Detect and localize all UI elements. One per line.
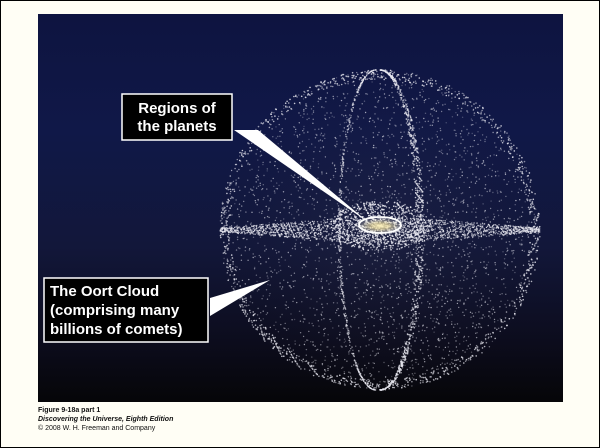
copyright-notice: © 2008 W. H. Freeman and Company: [38, 425, 156, 432]
planets-region-outline: [358, 216, 402, 234]
figure-caption: Figure 9-18a part 1 Discovering the Univ…: [38, 406, 173, 433]
planets-label: Regions of the planets: [121, 93, 233, 141]
book-title: Discovering the Universe, Eighth Edition: [38, 416, 174, 423]
comet-dots: [219, 69, 541, 391]
oort-label-pointer: [210, 280, 270, 316]
planets-label-line-2: the planets: [137, 118, 216, 135]
oort-label: The Oort Cloud (comprising many billions…: [43, 277, 209, 343]
planets-label-line-1: Regions of: [138, 100, 217, 117]
oort-cloud-illustration: Regions of the planets The Oort Cloud (c…: [38, 14, 563, 402]
oort-cloud-svg: Regions of the planets The Oort Cloud (c…: [43, 69, 541, 391]
figure-number: Figure 9-18a part 1: [38, 407, 101, 414]
planets-label-pointer: [234, 130, 368, 222]
oort-label-line-3: billions of comets): [50, 321, 183, 338]
oort-label-line-2: (comprising many: [50, 302, 180, 319]
oort-label-line-1: The Oort Cloud: [50, 283, 159, 300]
